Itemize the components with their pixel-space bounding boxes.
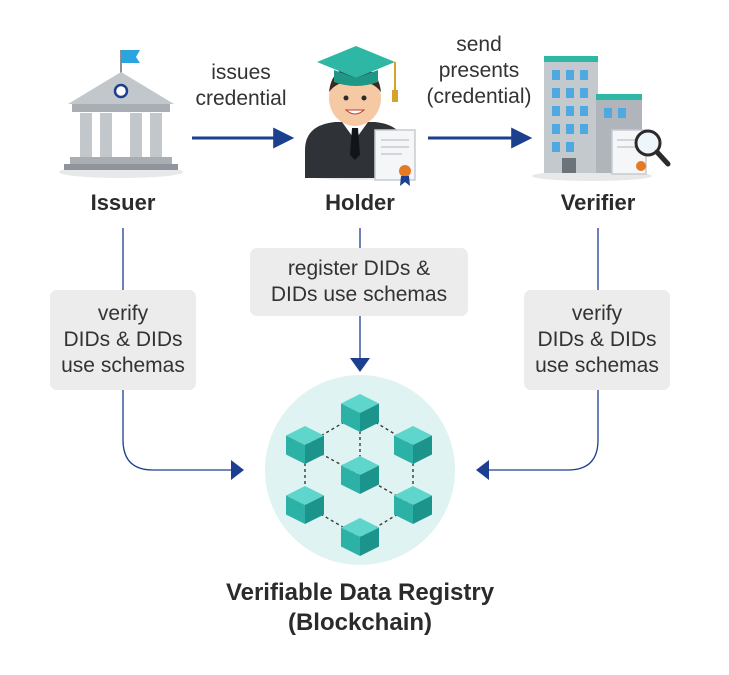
holder-register-box: register DIDs & DIDs use schemas (250, 248, 468, 316)
issuer-verify-line1: verify (97, 302, 149, 325)
issuer-label: Issuer (90, 190, 156, 215)
blockchain-cube-icon (286, 486, 324, 524)
blockchain-cube-icon (394, 486, 432, 524)
blockchain-cube-icon (286, 426, 324, 464)
registry-title: Verifiable Data Registry (Blockchain) (180, 578, 540, 638)
issuer-verify-line2: DIDs & DIDs (63, 328, 183, 351)
presents-label-line2: presents (438, 59, 520, 82)
graduate-icon (305, 46, 416, 186)
issues-label: issues credential (190, 60, 292, 112)
blockchain-cube-icon (341, 456, 379, 494)
magnifier-icon (634, 129, 671, 167)
blockchain-cube-icon (394, 426, 432, 464)
issuer-verify-line3: use schemas (61, 354, 185, 377)
holder-register-line1: register DIDs & (287, 257, 431, 280)
blockchain-cube-icon (341, 518, 379, 556)
issuer-verify-box: verify DIDs & DIDs use schemas (50, 290, 196, 390)
verifier-verify-line2: DIDs & DIDs (537, 328, 657, 351)
bank-icon (59, 50, 183, 178)
center-connector (350, 228, 370, 372)
office-building-icon (532, 56, 671, 181)
verifier-verify-line3: use schemas (535, 354, 659, 377)
holder-register-line2: DIDs use schemas (270, 283, 448, 306)
presents-label-line3: (credential) (426, 85, 532, 108)
issues-label-line1: issues (211, 61, 271, 84)
registry-title-line1: Verifiable Data Registry (225, 579, 495, 606)
issues-label-line2: credential (195, 87, 287, 110)
left-connector (122, 228, 244, 480)
certificate-icon (374, 129, 416, 186)
registry-title-line2: (Blockchain) (287, 609, 433, 636)
verifier-verify-line1: verify (571, 302, 623, 325)
holder-label: Holder (325, 190, 395, 215)
flag-icon (121, 50, 140, 63)
right-connector (476, 228, 599, 480)
verifier-label: Verifier (560, 190, 636, 215)
presents-label: send presents (credential) (418, 32, 540, 110)
blockchain-cube-icon (341, 394, 379, 432)
presents-label-line1: send (456, 33, 502, 56)
verifier-verify-box: verify DIDs & DIDs use schemas (524, 290, 670, 390)
